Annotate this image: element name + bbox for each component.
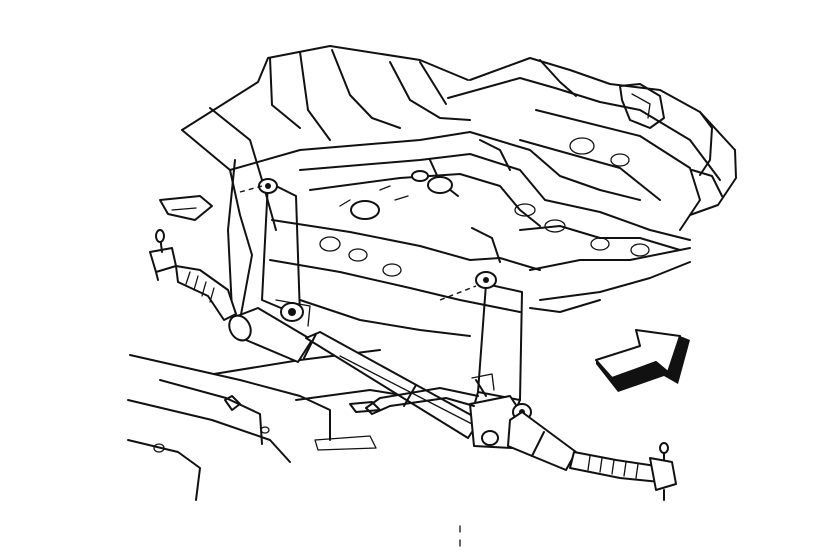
mounting-bracket-left (239, 178, 311, 327)
frame-crossmember (159, 45, 737, 337)
steering-gear (228, 307, 577, 471)
tie-rod-right (569, 442, 677, 501)
tie-rod-left (149, 229, 237, 321)
front-direction-arrow-icon (595, 329, 690, 392)
